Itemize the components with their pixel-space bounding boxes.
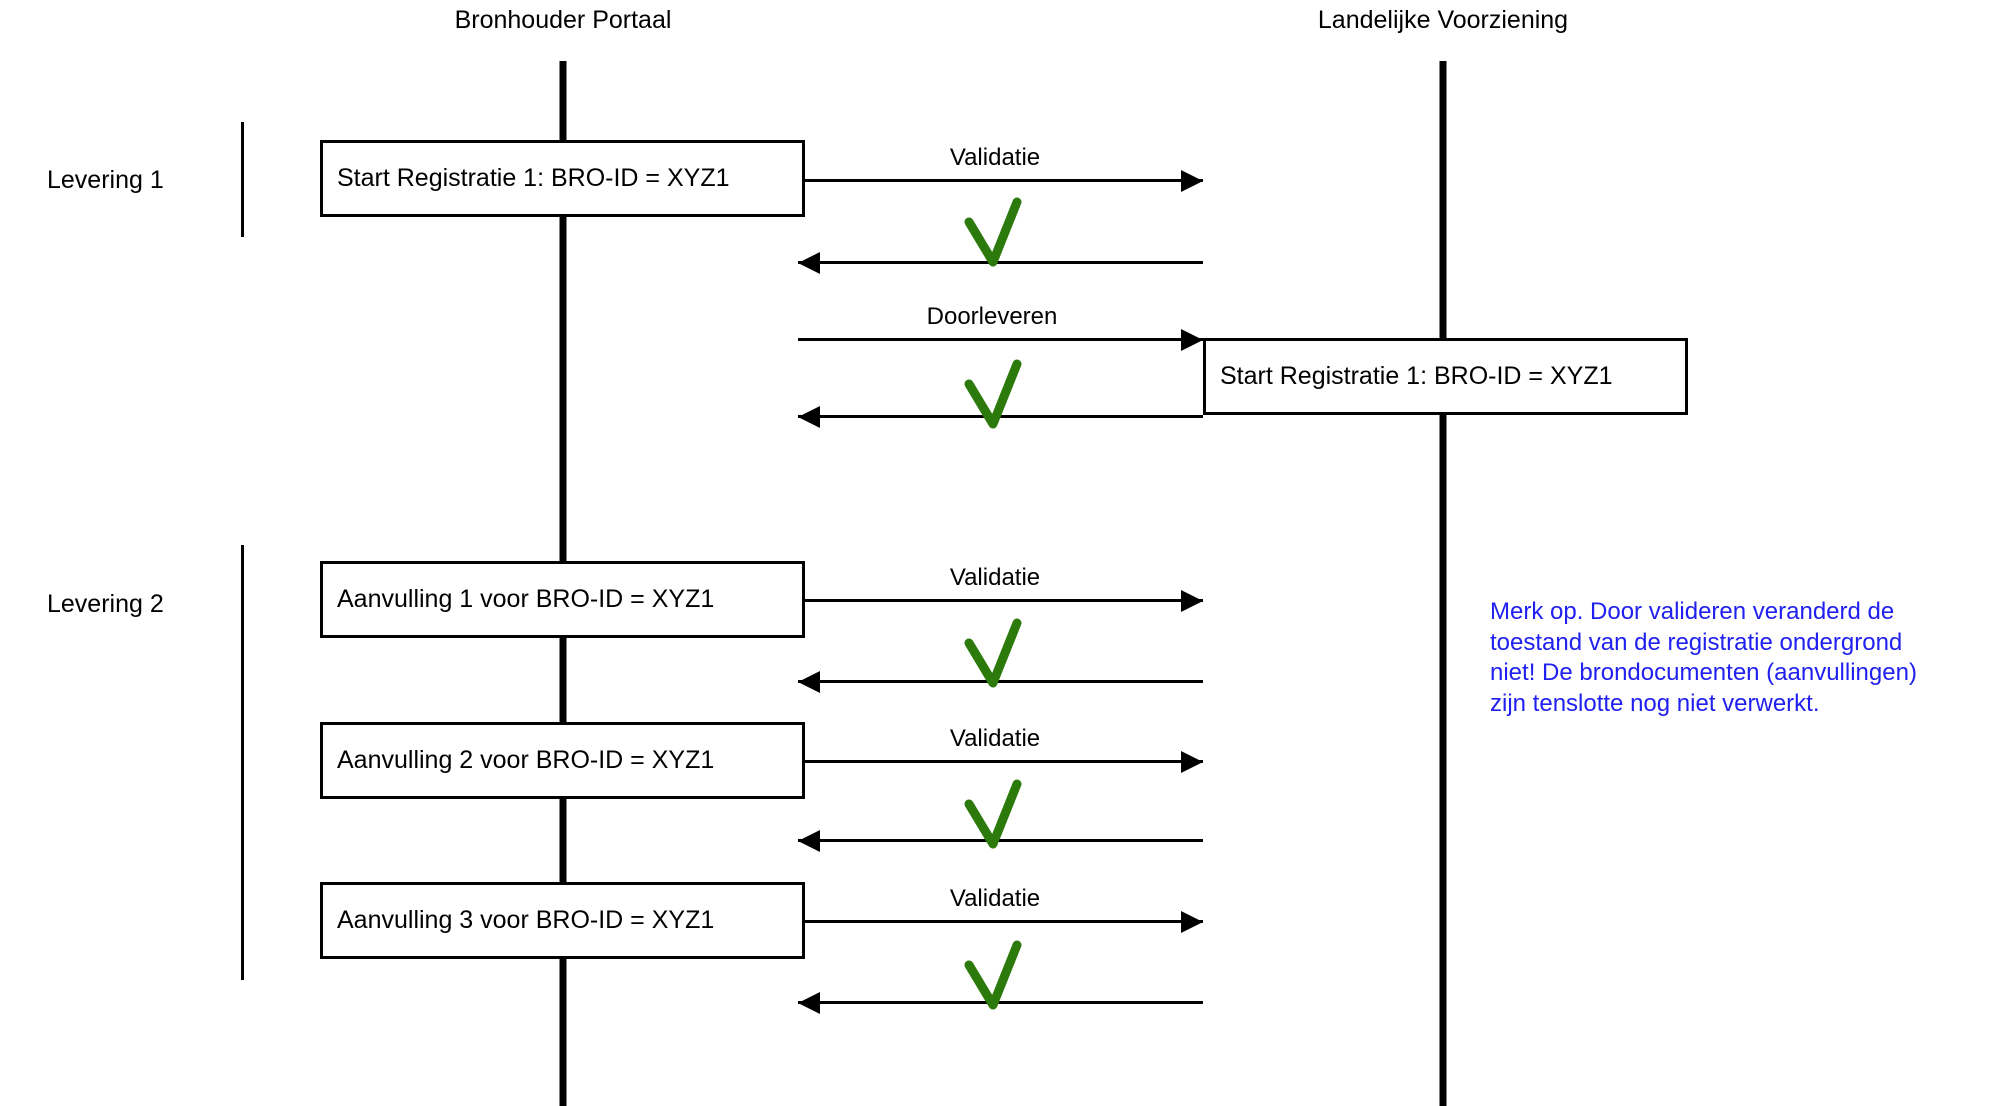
- group-bracket-levering-2: [241, 545, 244, 980]
- annotation-note-validatie: Merk op. Door valideren veranderd de toe…: [1490, 598, 1917, 718]
- message-box-start-registratie-left[interactable]: Start Registratie 1: BRO-ID = XYZ1: [320, 140, 805, 217]
- checkmark-icon-validatie-2: [963, 617, 1025, 694]
- arrow-head-validatie-1: [1181, 170, 1203, 192]
- arrow-line-doorleveren: [798, 338, 1203, 341]
- arrow-line-validatie-3: [805, 760, 1203, 763]
- message-box-aanvulling-1[interactable]: Aanvulling 1 voor BRO-ID = XYZ1: [320, 561, 805, 638]
- actor-label-bronhouder-portaal: Bronhouder Portaal: [454, 6, 672, 34]
- arrow-label-validatie-4: Validatie: [949, 885, 1041, 912]
- arrow-label-validatie-2: Validatie: [949, 564, 1041, 591]
- arrow-head-return-5: [798, 992, 820, 1014]
- arrow-label-validatie-1: Validatie: [949, 144, 1041, 171]
- arrow-head-return-3: [798, 671, 820, 693]
- checkmark-icon-validatie-3: [963, 778, 1025, 855]
- arrow-line-validatie-4: [805, 920, 1203, 923]
- message-box-aanvulling-3[interactable]: Aanvulling 3 voor BRO-ID = XYZ1: [320, 882, 805, 959]
- arrow-head-doorleveren: [1181, 329, 1203, 351]
- arrow-line-validatie-1: [805, 179, 1203, 182]
- arrow-line-return-4: [798, 839, 1203, 842]
- arrow-line-return-3: [798, 680, 1203, 683]
- message-box-start-registratie-right[interactable]: Start Registratie 1: BRO-ID = XYZ1: [1203, 338, 1688, 415]
- arrow-head-validatie-3: [1181, 751, 1203, 773]
- arrow-line-validatie-2: [805, 599, 1203, 602]
- group-label-levering-2: Levering 2: [47, 590, 164, 618]
- group-bracket-levering-1: [241, 122, 244, 237]
- arrow-head-validatie-2: [1181, 590, 1203, 612]
- checkmark-icon-validatie-1: [963, 196, 1025, 273]
- arrow-line-return-5: [798, 1001, 1203, 1004]
- arrow-label-validatie-3: Validatie: [949, 725, 1041, 752]
- actor-label-landelijke-voorziening: Landelijke Voorziening: [1317, 6, 1569, 34]
- checkmark-icon-validatie-4: [963, 939, 1025, 1016]
- checkmark-icon-doorleveren: [963, 358, 1025, 435]
- group-label-levering-1: Levering 1: [47, 166, 164, 194]
- arrow-head-validatie-4: [1181, 911, 1203, 933]
- arrow-label-doorleveren: Doorleveren: [926, 303, 1058, 330]
- arrow-head-return-2: [798, 406, 820, 428]
- arrow-line-return-1: [798, 261, 1203, 264]
- arrow-head-return-1: [798, 252, 820, 274]
- message-box-aanvulling-2[interactable]: Aanvulling 2 voor BRO-ID = XYZ1: [320, 722, 805, 799]
- lifeline-landelijke-voorziening: [1439, 61, 1447, 1106]
- arrow-head-return-4: [798, 830, 820, 852]
